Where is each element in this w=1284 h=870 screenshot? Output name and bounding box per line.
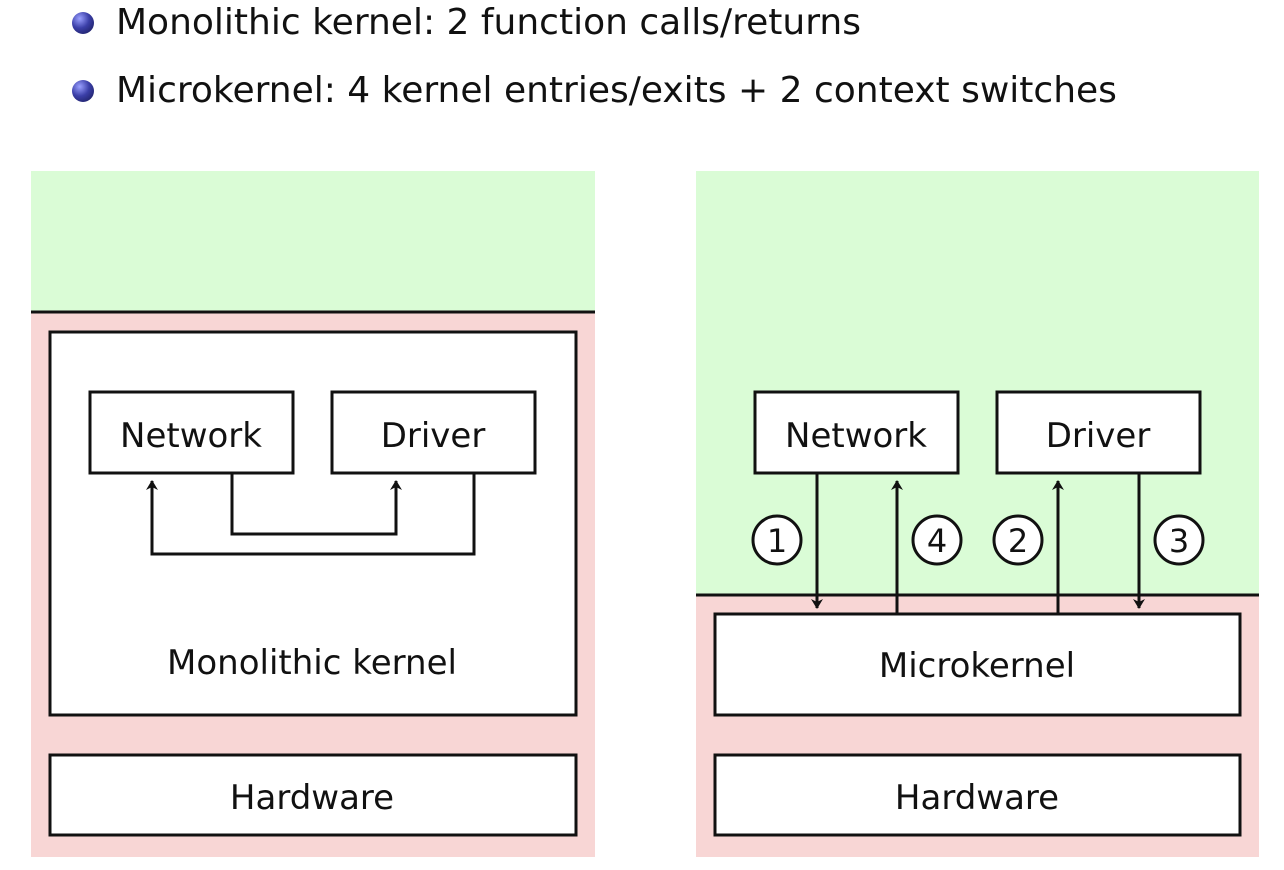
step-3-badge: 3 [1153,514,1205,566]
bullet-dot-icon [72,79,94,102]
microkernel-box [713,612,1242,717]
bullet-dot-icon [72,11,94,34]
driver-label: Driver [381,416,486,456]
step-2-badge: 2 [992,514,1044,566]
monolithic-kernel-label: Monolithic kernel [167,643,457,683]
driver-box [995,390,1202,475]
network-box [88,390,295,475]
step-number: 3 [1169,522,1189,560]
network-to-driver-arrow [230,473,402,536]
step-number: 2 [1008,522,1028,560]
network-label: Network [120,416,262,456]
bullet-text: Microkernel: 4 kernel entries/exits + 2 … [116,70,1117,111]
bullet-item-monolithic: Monolithic kernel: 2 function calls/retu… [72,2,861,43]
driver-label: Driver [1046,416,1151,456]
bullet-text: Monolithic kernel: 2 function calls/retu… [116,2,861,43]
hardware-label: Hardware [230,778,394,818]
step-number: 4 [927,522,947,560]
step-1-badge: 1 [751,514,803,566]
hardware-box [713,753,1242,837]
network-box [753,390,960,475]
driver-to-network-arrow [146,473,476,556]
user-space-region [31,171,595,312]
step-number: 1 [767,522,787,560]
network-label: Network [785,416,927,456]
microkernel-diagram: Network Driver 1 4 2 3 Microkernel Hardw… [696,171,1259,857]
bullet-item-microkernel: Microkernel: 4 kernel entries/exits + 2 … [72,70,1117,111]
driver-box [330,390,537,475]
microkernel-label: Microkernel [879,646,1075,686]
step-4-badge: 4 [911,514,963,566]
hardware-box [48,753,578,837]
hardware-label: Hardware [895,778,1059,818]
monolithic-diagram: Monolithic kernel Network Driver Hardwar… [31,171,595,857]
